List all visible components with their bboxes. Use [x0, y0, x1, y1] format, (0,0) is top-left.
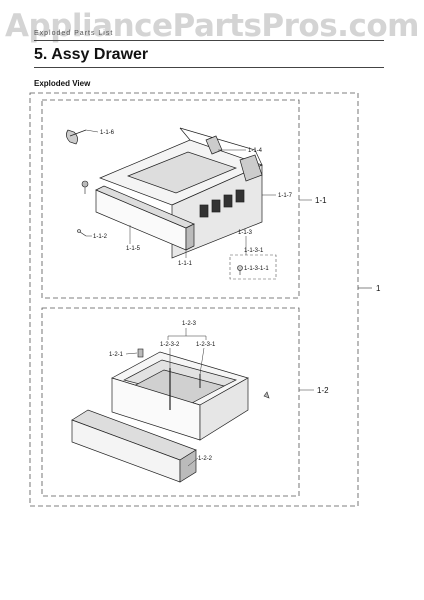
callout-1-2-3: 1-2-3 [182, 321, 197, 327]
callout-1-1-6: 1-1-6 [100, 130, 115, 136]
callout-1: 1 [376, 284, 381, 293]
clip-1-2-1 [137, 348, 144, 358]
callout-1-1-7: 1-1-7 [278, 193, 293, 199]
callout-1-2-2: 1-2-2 [198, 456, 213, 462]
header-caption: Exploded Parts List [34, 30, 114, 37]
frame-assy-1-2 [41, 307, 300, 497]
callout-1-2-3-2: 1-2-3-2 [160, 342, 180, 348]
outer-frame [29, 92, 359, 507]
clip-part [237, 265, 243, 275]
drawer-tray [111, 351, 249, 441]
title-rule [34, 67, 384, 68]
watermark: AppliancePartsPros.com [5, 8, 419, 44]
side-fastener [263, 391, 270, 399]
callout-1-1-1: 1-1-1 [178, 261, 193, 267]
screw-part [66, 129, 87, 145]
callout-1-1-3-1: 1-1-3-1 [244, 248, 264, 254]
callout-1-2-1: 1-2-1 [109, 352, 124, 358]
callout-1-1-2: 1-1-2 [93, 234, 108, 240]
callout-1-2-3-1: 1-2-3-1 [196, 342, 216, 348]
frame-assy-1-1 [41, 99, 300, 299]
drawer-housing [99, 127, 263, 259]
header-rule [34, 40, 384, 41]
callout-1-2: 1-2 [317, 386, 329, 395]
callout-1-1-5: 1-1-5 [126, 246, 141, 252]
callout-1-1-3: 1-1-3 [238, 230, 253, 236]
pin [77, 229, 87, 237]
callout-1-1: 1-1 [315, 196, 327, 205]
callout-1-1-3-1-1: 1-1-3-1-1 [244, 266, 269, 272]
callout-1-1-4: 1-1-4 [248, 148, 263, 154]
fastener [81, 180, 89, 194]
section-title: 5. Assy Drawer [34, 46, 149, 63]
exploded-view-heading: Exploded View [34, 79, 91, 88]
